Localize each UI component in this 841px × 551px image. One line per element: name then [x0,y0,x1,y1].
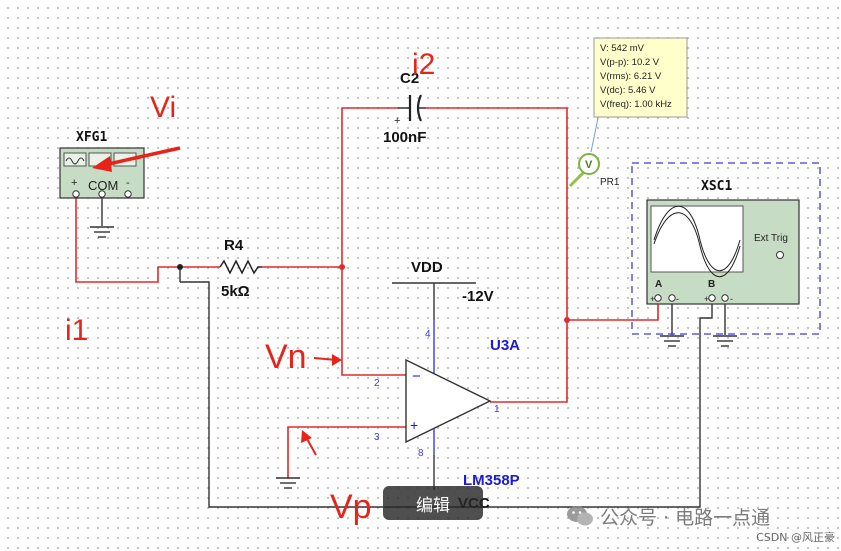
capacitor-name: C2 [400,70,419,87]
voltage-probe-pr1[interactable]: V PR1 [568,117,620,188]
readout-line: V: 542 mV [600,43,645,54]
fgen-name: XFG1 [76,130,107,145]
fgen-com-label: COM [88,178,118,193]
readout-line: V(rms): 6.21 V [600,71,662,82]
opamp-u3a[interactable]: − + 4 2 3 1 8 U3A LM358P [374,320,520,490]
inverting-input-sign: − [412,368,421,385]
resistor-r4[interactable]: R4 5kΩ [219,237,262,300]
wechat-icon [567,506,593,526]
author-credit: CSDN @风正豪 [756,531,835,544]
probe-readout-tooltip: V: 542 mV V(p-p): 10.2 V V(rms): 6.21 V … [593,37,688,118]
channel-a-plus: + [650,294,655,304]
scope-name: XSC1 [701,179,732,194]
resistor-value: 5kΩ [221,283,250,300]
negative-supply-label: -12V [462,288,494,305]
opamp-part: LM358P [463,472,520,489]
oscilloscope-xsc1[interactable]: XSC1 Ext Trig A B + - + - [631,162,821,335]
ext-trig-label: Ext Trig [754,233,788,244]
capacitor-c2[interactable]: C2 + 100nF [383,70,426,146]
arrow-icon [92,146,181,172]
capacitor-polarity: + [394,115,400,127]
channel-b-label: B [708,279,715,290]
annotation-i1: i1 [65,314,88,347]
fgen-plus-label: + [71,177,77,189]
pin-3-label: 3 [374,432,380,443]
probe-name: PR1 [600,177,620,188]
wires [75,107,659,478]
watermark: 公众号 · 电路一点通 [566,500,770,532]
readout-line: V(dc): 5.46 V [600,85,656,96]
resistor-name: R4 [224,237,244,254]
sine-wave-icon [63,152,87,167]
pin-2-label: 2 [374,378,380,389]
probe-symbol: V [585,159,593,171]
annotation-vi: Vi [150,91,176,124]
pin-1-label: 1 [494,404,500,415]
noninverting-input-sign: + [410,417,418,433]
annotation-vp: Vp [330,488,372,526]
annotations: Vi i2 i1 Vn Vp [65,48,435,526]
junctions [177,264,570,323]
readout-line: V(freq): 1.00 kHz [600,99,672,110]
annotation-i2: i2 [412,48,435,81]
channel-a-minus: - [676,294,679,304]
capacitor-value: 100nF [383,129,426,146]
arrow-icon [313,354,342,366]
pin-4-label: 4 [425,329,431,340]
function-generator-xfg1[interactable]: XFG1 + COM - [59,130,145,199]
channel-a-label: A [655,279,662,290]
channel-b-plus: + [704,294,709,304]
readout-line: V(p-p): 10.2 V [600,57,660,68]
scope-screen [650,205,744,273]
probe-icon [578,153,600,175]
fgen-minus-label: - [126,177,130,189]
edit-button[interactable]: 编辑 [383,486,483,520]
annotation-vn: Vn [265,338,307,376]
opamp-name: U3A [490,337,520,354]
channel-b-minus: - [730,294,733,304]
vdd-label: VDD [411,259,443,276]
watermark-text: 公众号 · 电路一点通 [600,506,771,529]
black-wires [101,196,726,508]
pin-8-label: 8 [418,448,424,459]
arrow-icon [301,430,317,456]
